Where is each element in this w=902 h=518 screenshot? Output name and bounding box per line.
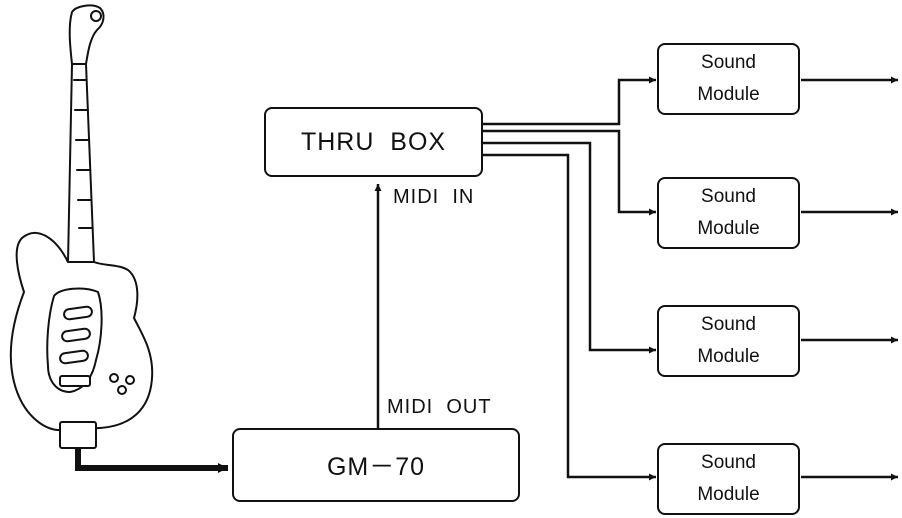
gm70-box: GM－70 bbox=[232, 428, 520, 502]
thru-box-label: THRU BOX bbox=[301, 128, 446, 157]
connector-thru-to-module-1 bbox=[482, 80, 656, 124]
sound-module-2-line2: Module bbox=[697, 213, 759, 245]
gm70-label: GM－70 bbox=[327, 447, 425, 483]
sound-module-1-line2: Module bbox=[697, 79, 759, 111]
electric-guitar-icon bbox=[11, 5, 152, 448]
midi-out-label: MIDI OUT bbox=[387, 396, 492, 419]
midi-in-label: MIDI IN bbox=[393, 186, 474, 209]
sound-module-1-line1: Sound bbox=[701, 47, 756, 79]
sound-module-1: Sound Module bbox=[657, 43, 800, 115]
sound-module-4: Sound Module bbox=[657, 443, 800, 515]
sound-module-3: Sound Module bbox=[657, 305, 800, 377]
sound-module-4-line1: Sound bbox=[701, 447, 756, 479]
thru-outputs bbox=[482, 80, 656, 477]
thru-box: THRU BOX bbox=[264, 107, 483, 177]
sound-module-3-line2: Module bbox=[697, 341, 759, 373]
sound-module-2-line1: Sound bbox=[701, 181, 756, 213]
cable-guitar-to-gm70 bbox=[78, 448, 228, 468]
module-outputs bbox=[801, 80, 898, 477]
sound-module-2: Sound Module bbox=[657, 177, 800, 249]
sound-module-3-line1: Sound bbox=[701, 309, 756, 341]
sound-module-4-line2: Module bbox=[697, 479, 759, 511]
